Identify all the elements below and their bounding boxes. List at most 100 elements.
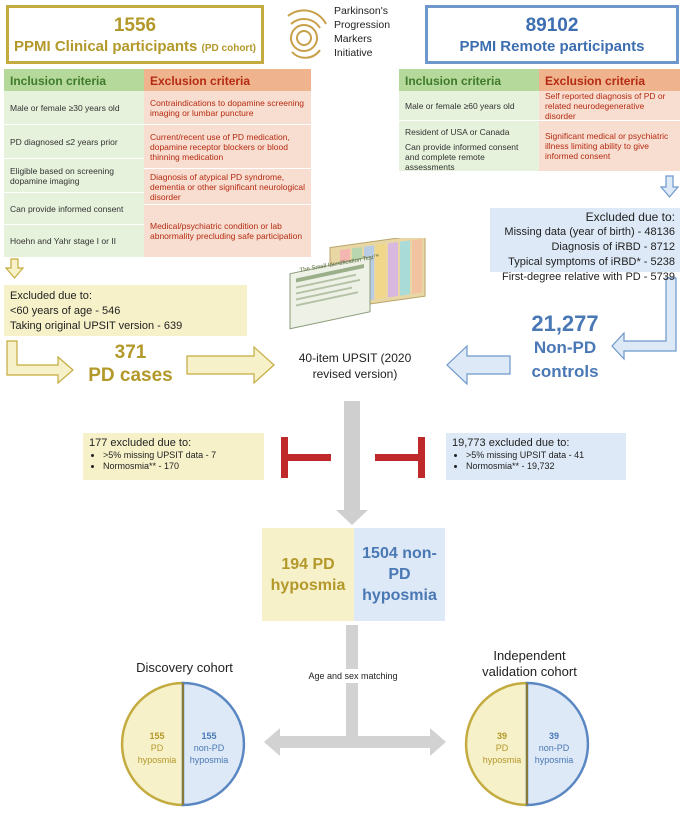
- left-inclusion-item: Hoehn and Yahr stage I or II: [4, 225, 144, 257]
- right-inclusion-header: Inclusion criteria: [399, 69, 539, 91]
- pd-to-upsit-arrow: [186, 345, 275, 385]
- right-criteria-table: Inclusion criteria Exclusion criteria Ma…: [399, 69, 680, 172]
- left-excluded-title: Excluded due to:: [10, 290, 92, 302]
- pd-cases-count: 371: [114, 342, 147, 363]
- logo-line-1: Parkinson's: [334, 5, 388, 17]
- right-upsit-excluded-title: 19,773 excluded due to:: [452, 437, 570, 449]
- left-upsit-excluded-item: Normosmia** - 170: [103, 461, 258, 471]
- controls-label-2: controls: [531, 362, 599, 381]
- discovery-pd-text: hyposmia: [137, 755, 177, 765]
- right-upsit-excluded-list: >5% missing UPSIT data - 41 Normosmia** …: [452, 450, 620, 471]
- pd-hyposmia-box: 194 PD hyposmia: [262, 528, 354, 621]
- logo-line-3: Markers: [334, 33, 372, 45]
- discovery-pd-text: PD: [150, 743, 164, 753]
- discovery-title: Discovery cohort: [136, 660, 233, 675]
- right-excluded-title: Excluded due to:: [585, 210, 675, 224]
- left-inclusion-header: Inclusion criteria: [4, 69, 144, 91]
- upsit-booklets-illustration: The Smell Identification Test™: [289, 233, 426, 330]
- left-exclusion-item: Current/recent use of PD medication, dop…: [144, 125, 311, 169]
- right-inclusion-item: Male or female ≥60 years old: [399, 91, 539, 121]
- discovery-pd-count: 155: [149, 731, 165, 741]
- right-excluded-item: Typical symptoms of iRBD* - 5238: [508, 256, 675, 268]
- ppmi-logo: Parkinson's Progression Markers Initiati…: [282, 2, 412, 64]
- left-exclusion-item: Medical/psychiatric condition or lab abn…: [144, 205, 311, 257]
- right-excluded-item: Missing data (year of birth) - 48136: [504, 226, 675, 238]
- ppmi-logo-icon: [287, 9, 327, 59]
- validation-title-line-2: validation cohort: [482, 664, 577, 679]
- left-down-arrow: [4, 258, 25, 279]
- discovery-pie: [120, 681, 246, 807]
- left-inclusion-item: Eligible based on screening dopamine ima…: [4, 159, 144, 193]
- left-upsit-excluded-item: >5% missing UPSIT data - 7: [103, 450, 258, 460]
- upsit-booklets-image: The Smell Identification Test™: [270, 233, 440, 338]
- left-excluded-item: Taking original UPSIT version - 639: [10, 320, 183, 332]
- discovery-ctrl-count: 155: [201, 731, 217, 741]
- right-upsit-excluded-item: Normosmia** - 19,732: [466, 461, 620, 471]
- controls-label-1: Non-PD: [533, 338, 597, 357]
- left-exclusion-item: Diagnosis of atypical PD syndrome, demen…: [144, 169, 311, 205]
- right-excluded-item: Diagnosis of iRBD - 8712: [551, 241, 675, 253]
- validation-title-line-1: Independent: [493, 648, 566, 663]
- left-criteria-table: Inclusion criteria Exclusion criteria Ma…: [4, 69, 311, 257]
- matching-stem: [346, 625, 358, 742]
- non-pd-controls: 21,277 Non-PD controls: [510, 312, 620, 384]
- left-inclusion-item: Male or female ≥30 years old: [4, 91, 144, 125]
- right-down-arrow: [659, 175, 680, 198]
- discovery-ctrl-text: hyposmia: [189, 755, 229, 765]
- matching-label: Age and sex matching: [292, 669, 414, 683]
- left-bent-arrow: [6, 340, 74, 385]
- remote-title: PPMI Remote participants: [459, 37, 645, 55]
- validation-pie: [464, 681, 590, 807]
- clinical-count: 1556: [113, 15, 157, 36]
- left-inclusion-item: PD diagnosed ≤2 years prior: [4, 125, 144, 159]
- left-exclusion-item: Contraindications to dopamine screening …: [144, 91, 311, 125]
- left-excluded-box: Excluded due to: <60 years of age - 546 …: [4, 285, 247, 336]
- validation-pd-count: 39: [496, 731, 507, 741]
- validation-pd-text: PD: [495, 743, 509, 753]
- pd-cases: 371 PD cases: [78, 341, 183, 387]
- right-inclusion-item: Resident of USA or Canada: [399, 121, 539, 143]
- validation-ctrl-text: hyposmia: [534, 755, 574, 765]
- controls-to-upsit-arrow: [446, 344, 511, 386]
- clinical-title: PPMI Clinical participants: [13, 37, 198, 55]
- validation-pd-text: hyposmia: [482, 755, 522, 765]
- validation-ctrl-text: non-PD: [538, 743, 570, 753]
- clinical-header-box: 1556 PPMI Clinical participants (PD coho…: [6, 5, 264, 64]
- non-pd-hyposmia-label: 1504 non-PD hyposmia: [362, 545, 437, 604]
- matching-crossbar-arrow: [264, 728, 446, 756]
- left-upsit-excluded-box: 177 excluded due to: >5% missing UPSIT d…: [83, 433, 264, 480]
- right-exclusion-item: Significant medical or psychiatric illne…: [539, 121, 680, 171]
- clinical-subtitle: (PD cohort): [201, 42, 256, 54]
- left-exclusion-header: Exclusion criteria: [144, 69, 311, 91]
- upsit-label: 40-item UPSIT (2020 revised version): [298, 351, 412, 381]
- left-upsit-excluded-title: 177 excluded due to:: [89, 437, 192, 449]
- validation-pd-label: 39 PD hyposmia: [479, 730, 525, 766]
- discovery-ctrl-text: non-PD: [193, 743, 225, 753]
- right-inclusion-item: Can provide informed consent and complet…: [399, 142, 539, 172]
- controls-count: 21,277: [531, 311, 599, 336]
- pd-hyposmia-label: 194 PD hyposmia: [270, 555, 346, 594]
- validation-ctrl-count: 39: [548, 731, 559, 741]
- left-inclusion-item: Can provide informed consent: [4, 193, 144, 225]
- right-excluded-box: Excluded due to: Missing data (year of b…: [490, 208, 680, 283]
- right-exclusion-item: Self reported diagnosis of PD or related…: [539, 91, 680, 121]
- right-exclusion-header: Exclusion criteria: [539, 69, 680, 91]
- pd-cases-label: PD cases: [88, 365, 173, 386]
- validation-ctrl-label: 39 non-PD hyposmia: [529, 730, 579, 766]
- logo-line-4: Initiative: [334, 47, 373, 59]
- right-upsit-excluded-box: 19,773 excluded due to: >5% missing UPSI…: [446, 433, 626, 480]
- right-excluded-item: First-degree relative with PD - 5739: [501, 271, 675, 283]
- discovery-ctrl-label: 155 non-PD hyposmia: [184, 730, 234, 766]
- left-upsit-excluded-list: >5% missing UPSIT data - 7 Normosmia** -…: [89, 450, 258, 471]
- right-bent-arrow: [611, 277, 677, 361]
- left-inhibit-symbol: [281, 437, 331, 478]
- right-upsit-excluded-item: >5% missing UPSIT data - 41: [466, 450, 620, 460]
- logo-line-2: Progression: [334, 19, 391, 31]
- left-excluded-item: <60 years of age - 546: [10, 305, 121, 317]
- remote-header-box: 89102 PPMI Remote participants: [425, 5, 679, 64]
- discovery-pd-label: 155 PD hyposmia: [134, 730, 180, 766]
- validation-title: Independent validation cohort: [457, 648, 602, 680]
- remote-count: 89102: [525, 15, 579, 36]
- upsit-to-hyposmia-arrow: [336, 401, 368, 525]
